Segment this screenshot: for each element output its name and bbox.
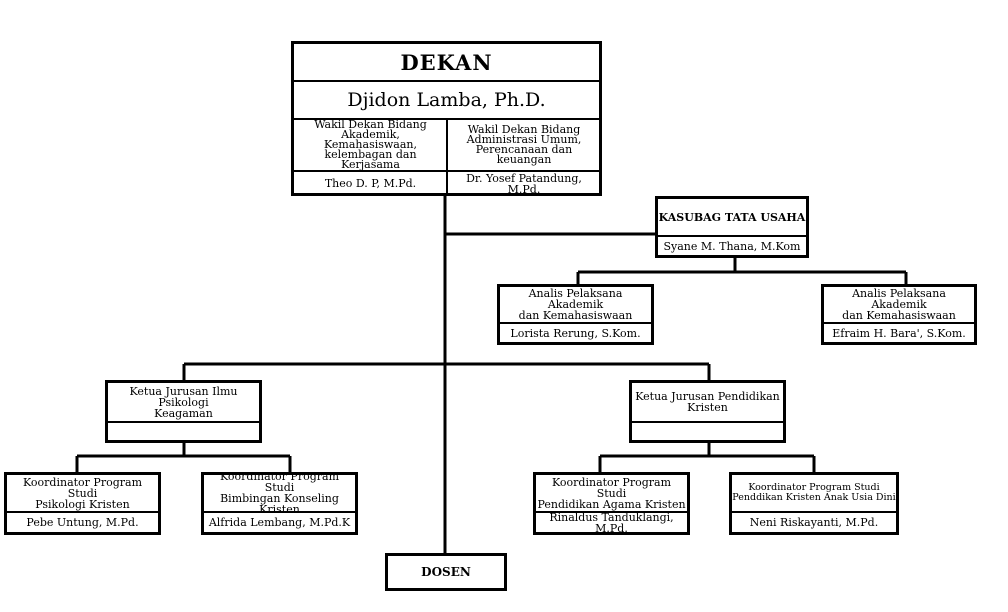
analis-2-role-cell: Analis Pelaksana Akademik dan Kemahasisw… <box>824 287 974 322</box>
koord-bk-name: Alfrida Lembang, M.Pd.K <box>208 516 351 529</box>
kajur-pendidikan-role: Ketua Jurusan Pendidikan Kristen <box>635 390 780 414</box>
koord-pak-name-cell: Rinaldus Tanduklangi, M.Pd. <box>536 511 687 532</box>
koord-bk-role: Koordinator Program Studi Bimbingan Kons… <box>220 475 339 511</box>
dekan-title-cell: DEKAN <box>294 44 599 80</box>
wakil-2-role-cell: Wakil Dekan Bidang Administrasi Umum, Pe… <box>449 120 599 170</box>
analis-1-name: Lorista Rerung, S.Kom. <box>510 326 641 340</box>
wakil-vertical-divider <box>446 120 448 193</box>
dekan-name: Djidon Lamba, Ph.D. <box>347 89 546 111</box>
koord-pak-role-cell: Koordinator Program Studi Pendidikan Aga… <box>536 475 687 511</box>
wakil-row: Wakil Dekan Bidang Akademik, Kemahasiswa… <box>294 118 599 193</box>
koord-bk-box: Koordinator Program Studi Bimbingan Kons… <box>201 472 358 535</box>
wakil-2-name-cell: Dr. Yosef Patandung, M.Pd. <box>449 171 599 194</box>
kasubag-title-cell: KASUBAG TATA USAHA <box>658 199 806 235</box>
analis-2-box: Analis Pelaksana Akademik dan Kemahasisw… <box>821 284 977 345</box>
dekan-box: DEKAN Djidon Lamba, Ph.D. Wakil Dekan Bi… <box>291 41 602 196</box>
koord-pak-role: Koordinator Program Studi Pendidikan Aga… <box>537 475 686 511</box>
kajur-pendidikan-name-cell <box>632 421 783 440</box>
analis-2-name-cell: Efraim H. Bara', S.Kom. <box>824 322 974 342</box>
kajur-psikologi-box: Ketua Jurusan Ilmu Psikologi Keagaman <box>105 380 262 443</box>
koord-psikologi-name-cell: Pebe Untung, M.Pd. <box>7 511 158 532</box>
wakil-1-role: Wakil Dekan Bidang Akademik, Kemahasiswa… <box>314 118 427 171</box>
koord-bk-role-cell: Koordinator Program Studi Bimbingan Kons… <box>204 475 355 511</box>
kasubag-name: Syane M. Thana, M.Kom <box>663 239 801 253</box>
koord-paud-name: Neni Riskayanti, M.Pd. <box>749 516 879 529</box>
dosen-box: DOSEN <box>385 553 507 591</box>
koord-psikologi-role-cell: Koordinator Program Studi Psikologi Kris… <box>7 475 158 511</box>
koord-paud-box: Koordinator Program Studi Penddikan Kris… <box>729 472 899 535</box>
kasubag-name-cell: Syane M. Thana, M.Kom <box>658 235 806 255</box>
analis-1-role: Analis Pelaksana Akademik dan Kemahasisw… <box>518 287 633 322</box>
kajur-psikologi-name-cell <box>108 421 259 440</box>
koord-psikologi-role: Koordinator Program Studi Psikologi Kris… <box>23 475 142 511</box>
analis-2-name: Efraim H. Bara', S.Kom. <box>832 326 966 340</box>
wakil-2-name: Dr. Yosef Patandung, M.Pd. <box>466 171 582 194</box>
koord-paud-role: Koordinator Program Studi Penddikan Kris… <box>732 482 896 503</box>
dekan-name-cell: Djidon Lamba, Ph.D. <box>294 80 599 118</box>
kajur-psikologi-role: Ketua Jurusan Ilmu Psikologi Keagaman <box>129 384 238 420</box>
analis-1-name-cell: Lorista Rerung, S.Kom. <box>500 322 651 342</box>
analis-1-box: Analis Pelaksana Akademik dan Kemahasisw… <box>497 284 654 345</box>
dosen-title: DOSEN <box>421 565 471 579</box>
wakil-2-role: Wakil Dekan Bidang Administrasi Umum, Pe… <box>466 123 582 166</box>
wakil-1-role-cell: Wakil Dekan Bidang Akademik, Kemahasiswa… <box>294 120 447 170</box>
analis-2-role: Analis Pelaksana Akademik dan Kemahasisw… <box>842 287 956 322</box>
koord-psikologi-box: Koordinator Program Studi Psikologi Kris… <box>4 472 161 535</box>
koord-paud-name-cell: Neni Riskayanti, M.Pd. <box>732 511 896 532</box>
dekan-title: DEKAN <box>400 49 493 75</box>
kasubag-box: KASUBAG TATA USAHA Syane M. Thana, M.Kom <box>655 196 809 258</box>
analis-1-role-cell: Analis Pelaksana Akademik dan Kemahasisw… <box>500 287 651 322</box>
kasubag-title: KASUBAG TATA USAHA <box>658 210 806 224</box>
kajur-pendidikan-box: Ketua Jurusan Pendidikan Kristen <box>629 380 786 443</box>
koord-paud-role-cell: Koordinator Program Studi Penddikan Kris… <box>732 475 896 511</box>
koord-pak-name: Rinaldus Tanduklangi, M.Pd. <box>549 511 674 532</box>
kajur-psikologi-role-cell: Ketua Jurusan Ilmu Psikologi Keagaman <box>108 383 259 421</box>
koord-psikologi-name: Pebe Untung, M.Pd. <box>26 516 139 529</box>
wakil-1-name: Theo D. P, M.Pd. <box>324 177 417 190</box>
koord-pak-box: Koordinator Program Studi Pendidikan Aga… <box>533 472 690 535</box>
wakil-1-name-cell: Theo D. P, M.Pd. <box>294 172 447 193</box>
koord-bk-name-cell: Alfrida Lembang, M.Pd.K <box>204 511 355 532</box>
kajur-pendidikan-role-cell: Ketua Jurusan Pendidikan Kristen <box>632 383 783 421</box>
